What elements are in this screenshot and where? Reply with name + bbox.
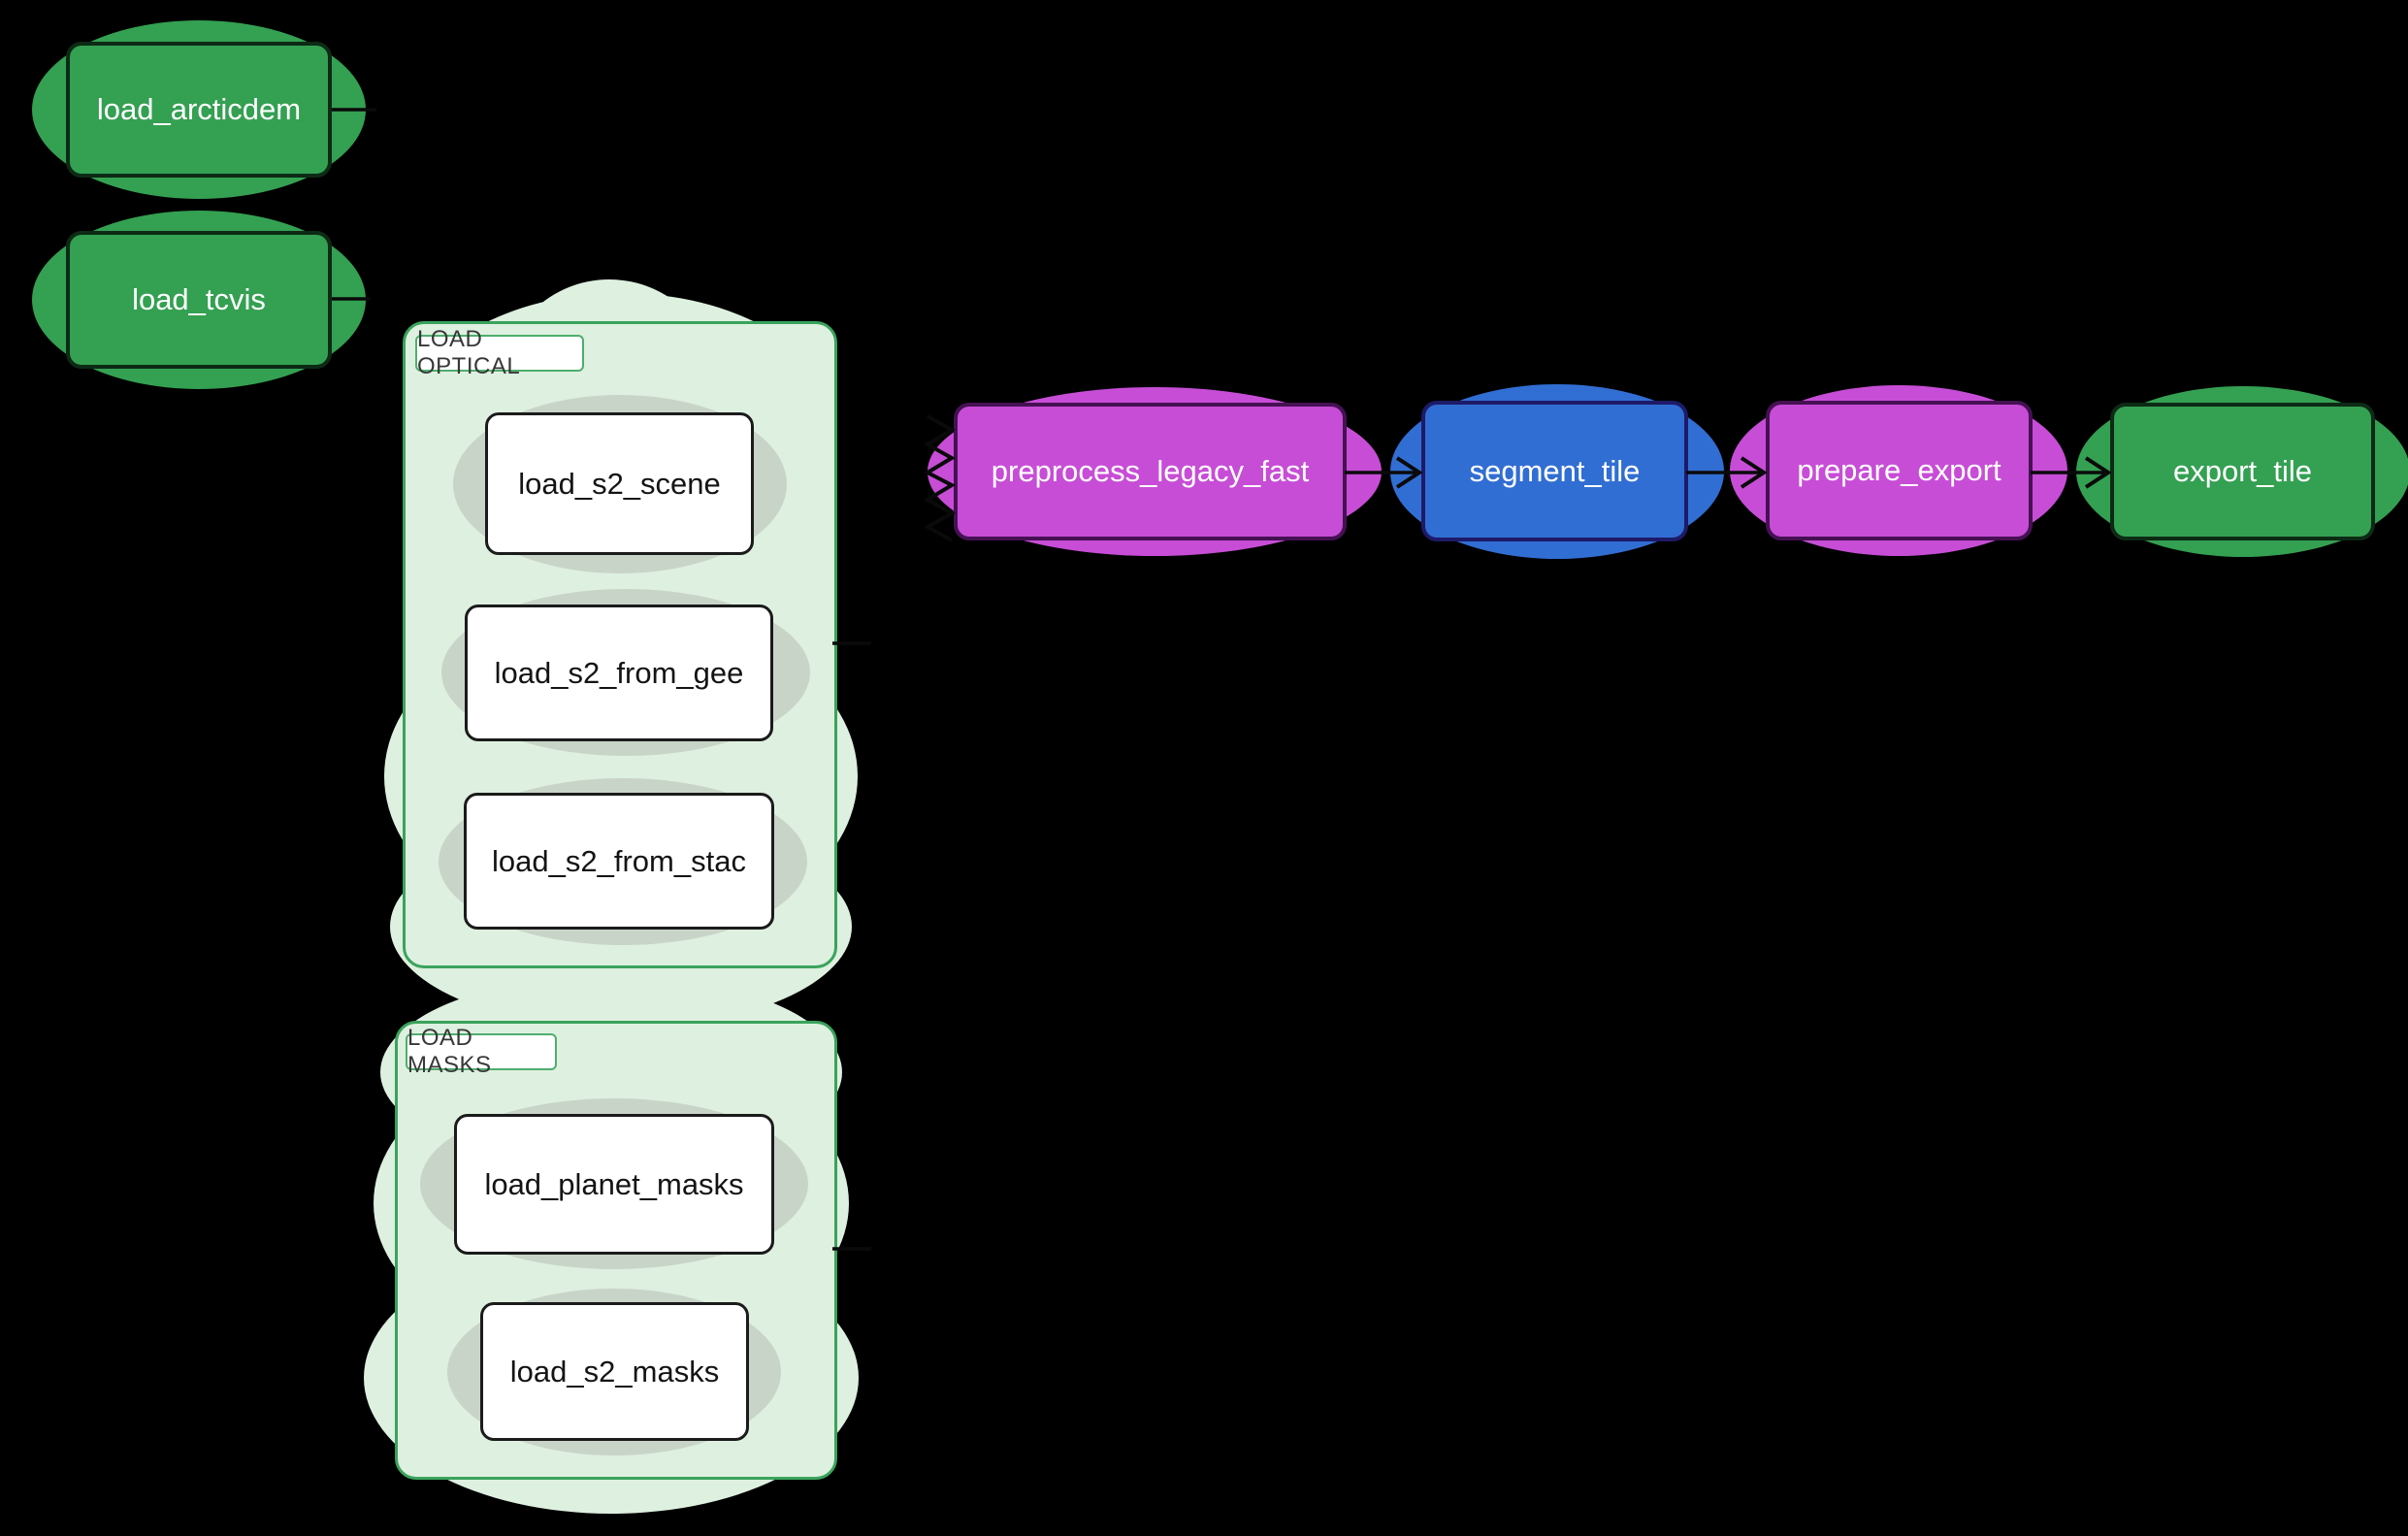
node-label: load_s2_masks — [509, 1354, 720, 1389]
node-load-s2-scene: load_s2_scene — [485, 412, 754, 555]
node-label: preprocess_legacy_fast — [991, 454, 1310, 488]
node-label: load_planet_masks — [484, 1166, 744, 1201]
node-label: export_tile — [2172, 454, 2313, 488]
node-label: load_tcvis — [132, 282, 266, 316]
node-load-tcvis: load_tcvis — [66, 231, 332, 369]
node-load-s2-masks: load_s2_masks — [480, 1302, 749, 1441]
node-prepare-export: prepare_export — [1766, 401, 2033, 540]
node-label: load_s2_scene — [518, 466, 721, 501]
node-load-s2-from-gee: load_s2_from_gee — [465, 605, 773, 741]
node-label: prepare_export — [1797, 453, 2001, 487]
cluster-label-text: LOAD OPTICAL — [417, 326, 521, 379]
node-preprocess-legacy-fast: preprocess_legacy_fast — [954, 403, 1347, 540]
cluster-label-load-optical: LOAD OPTICAL — [415, 326, 584, 379]
node-label: load_arcticdem — [96, 92, 302, 126]
node-label: load_s2_from_gee — [494, 655, 744, 690]
node-load-planet-masks: load_planet_masks — [454, 1114, 774, 1255]
cluster-label-text: LOAD MASKS — [407, 1025, 492, 1078]
node-load-arcticdem: load_arcticdem — [66, 42, 332, 178]
node-label: load_s2_from_stac — [492, 843, 746, 878]
node-segment-tile: segment_tile — [1421, 401, 1688, 541]
node-export-tile: export_tile — [2110, 403, 2375, 540]
cluster-label-load-masks: LOAD MASKS — [406, 1025, 557, 1078]
node-label: segment_tile — [1469, 453, 1641, 488]
node-load-s2-from-stac: load_s2_from_stac — [464, 793, 774, 930]
